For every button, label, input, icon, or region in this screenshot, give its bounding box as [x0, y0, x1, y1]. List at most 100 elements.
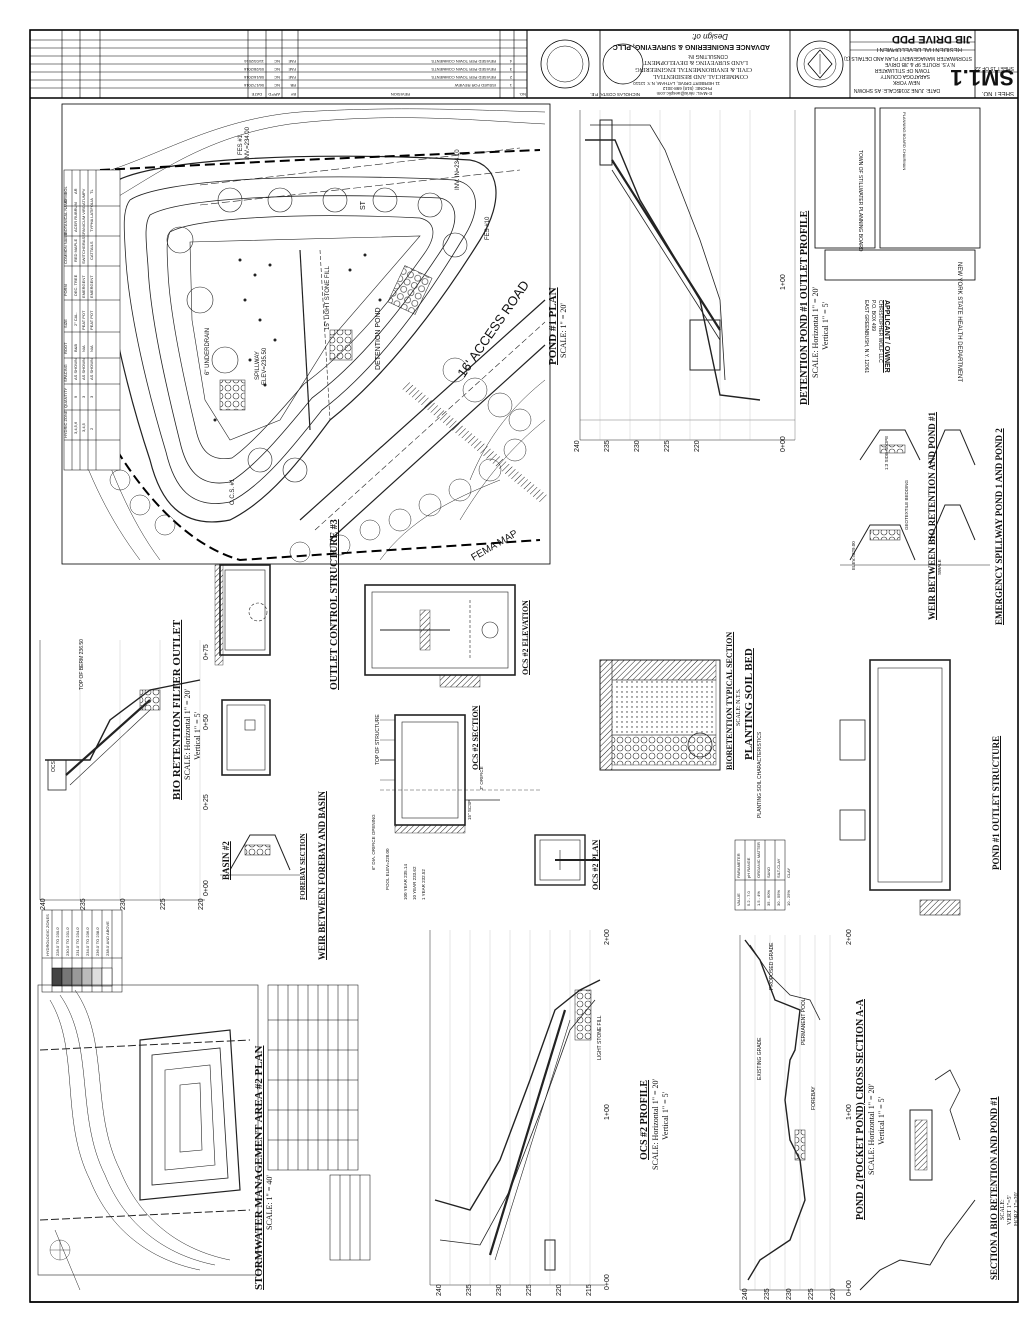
- plant-r3-com: CATTAILS: [89, 241, 94, 260]
- hydro-legend-grid: [41, 909, 123, 993]
- title-ocs2-sect: OCS #2 SECTION: [471, 705, 480, 770]
- bf-sta-75: 0+75: [203, 644, 210, 660]
- plant-r3-spacing: AS SHOWN: [89, 358, 94, 380]
- bio-typical-section: [599, 659, 721, 771]
- rev-4-appd: NC: [274, 59, 280, 64]
- bf-sta-50: 0+50: [203, 714, 210, 730]
- plant-r1-form: DEC. TREE: [73, 274, 78, 296]
- op-sta-2: 2+00: [604, 929, 611, 945]
- section-a: [859, 1069, 976, 1291]
- ocs2-profile: [429, 930, 605, 1286]
- note-side-slope: 1:3 SIDE SLOPE: [884, 435, 889, 470]
- title-bio-typ: BIORETENTION TYPICAL SECTION: [725, 631, 734, 770]
- note-pool-elev: POOL ELEV=228.00: [385, 848, 390, 891]
- note-yr100: 100 YEAR 235.14: [403, 864, 408, 900]
- engineer-name: NICHOLAS COSTA, P.E.: [590, 92, 640, 97]
- applicant-line-2: P.O. BOX 499: [870, 300, 876, 332]
- service-1: LAND SURVEYING & DEVELOPMENT: [643, 59, 748, 65]
- rev-1-appd: NC: [274, 83, 280, 88]
- sheet-date: DATE: JUNE 2016: [898, 87, 940, 93]
- note-light-stone: LIGHT STONE FILL: [597, 1015, 603, 1060]
- rev-header-date: DATE: [251, 92, 262, 97]
- plant-hdr-qty: QUANTITY: [63, 387, 68, 408]
- applicant-line-1: CHRISTOPHER WOLF LLC: [877, 300, 883, 363]
- note-exist-grade: EXISTING GRADE: [757, 1037, 763, 1080]
- plant-r3-root: N/A: [89, 345, 94, 352]
- vscale-ocs2-profile: Vertical 1" = 5': [661, 1091, 670, 1140]
- plant-r2-qty: 3: [81, 395, 86, 398]
- consulting-label: CONSULTING IN:: [687, 53, 728, 59]
- scale-pond1-plan: SCALE: 1" = 20': [559, 303, 568, 358]
- op-elev-240: 240: [436, 1284, 443, 1296]
- soil-r2-v: 1.5 - 4%: [756, 891, 761, 906]
- rev-1-text: ISSUED FOR REVIEW: [454, 83, 496, 88]
- rev-3-appd: NC: [274, 67, 280, 72]
- hydro-title: HYDROLOGIC ZONES: [45, 914, 50, 956]
- note-storm-pipe: 15" SCSP: [467, 799, 472, 820]
- note-swale: SWALE: [937, 559, 942, 575]
- title-basin2: BASIN #2: [221, 841, 231, 880]
- note-perm-pool: PERMANENT POOL: [801, 998, 807, 1045]
- p2-elev-230: 230: [786, 1288, 793, 1300]
- plant-r2-com: SWITCHGRASS: [81, 234, 86, 264]
- note-top-struct: TOP OF STRUCTURE: [375, 714, 381, 765]
- plant-hdr-size: SIZE: [63, 319, 68, 328]
- label-underdrain: 6" UNDERDRAIN: [205, 327, 211, 375]
- planting-table-title: PLANTING SOIL CHARACTERISTICS: [757, 731, 763, 818]
- rev-1-by: RB: [290, 83, 296, 88]
- approval-stamps: [814, 107, 981, 281]
- rev-header-appd: APP'D: [268, 92, 280, 97]
- det-outlet-profile: [579, 110, 796, 441]
- plant-r2-root: N/A: [81, 345, 86, 352]
- title-ocs2-elev: OCS #2 ELEVATION: [521, 600, 530, 675]
- rev-2-appd: NC: [274, 75, 280, 80]
- note-top-berm: TOP OF BERM 236.50: [79, 639, 85, 690]
- plant-r3-sym: TL: [89, 189, 94, 194]
- title-spillway: EMERGENCY SPILLWAY POND 1 AND POND 2: [994, 428, 1004, 625]
- planting-soil-table-grid: [734, 839, 786, 911]
- p2-elev-240: 240: [742, 1288, 749, 1300]
- label-light-stone: 15" LIGHT STONE FILL: [325, 266, 331, 330]
- plant-r1-qty: 9: [73, 395, 78, 398]
- rev-4-no: 4: [509, 59, 512, 64]
- op-elev-215: 215: [586, 1284, 593, 1296]
- note-elev-1: ELEV.=229.00: [851, 541, 856, 570]
- sheet-desc-1: STORMWATER MANAGEMENT PLAN AND DETAILS (…: [843, 55, 972, 61]
- title-pond1-plan: POND #1 PLAN: [547, 287, 559, 365]
- bf-elev-240: 240: [40, 898, 47, 910]
- bf-sta-25: 0+25: [203, 794, 210, 810]
- label-fes10: FES #10: [485, 216, 491, 240]
- plant-hdr-hydric: HYDRIC ZONE: [63, 410, 68, 438]
- pond2-cross-section: [739, 935, 850, 1291]
- hydro-zone-3: 231.0' TO 234.0': [75, 926, 80, 956]
- rev-4-by: FAE: [288, 59, 296, 64]
- weir-bio-section: [840, 429, 990, 566]
- rev-1-date: 06/17/2016: [243, 83, 264, 88]
- rev-2-date: 08/16/2016: [243, 75, 264, 80]
- design-of: Design of:: [691, 32, 728, 41]
- rev-2-by: FAE: [288, 75, 296, 80]
- service-2: CIVIL & ENVIRONMENTAL ENGINEERING: [635, 66, 752, 72]
- label-st: ST: [360, 201, 367, 210]
- company-name: ADVANCE ENGINEERING & SURVEYING, PLLC: [612, 43, 770, 50]
- bio-filter-profile: [39, 640, 205, 901]
- label-inv-in: INV. IN=234.10: [455, 149, 461, 190]
- note-yr10: 10 YEAR 233.62: [412, 866, 417, 900]
- swm2-plan: [37, 984, 259, 1291]
- plant-hdr-form: FORM: [63, 284, 68, 296]
- soil-r3-p: SAND: [766, 866, 771, 878]
- company-email: E-MAIL: nkris@aesplic.com: [656, 91, 712, 96]
- label-detention: DETENTION POND: [375, 307, 382, 370]
- hydro-zone-4: 234.0' TO 236.0': [85, 926, 90, 956]
- ocs2-elevation: [364, 584, 516, 688]
- p2-elev-220: 220: [830, 1288, 837, 1300]
- title-ocs3: OUTLET CONTROL STRUCTURE #3: [329, 519, 340, 690]
- project-type: RESIDENTIAL DEVELOPMENT: [875, 46, 962, 52]
- soil-r1-p: pH RANGE: [746, 857, 751, 878]
- applicant-line-3: EAST GREENBUSH, N.Y. 12061: [863, 300, 869, 374]
- health-dept-stamp: NEW YORK STATE HEALTH DEPARTMENT: [956, 262, 962, 383]
- plant-hdr-common: COMMON NAME: [63, 232, 68, 264]
- note-forebay: FOREBAY: [811, 1086, 817, 1110]
- hydro-zone-6: 238.0' AND ABOVE: [105, 921, 110, 956]
